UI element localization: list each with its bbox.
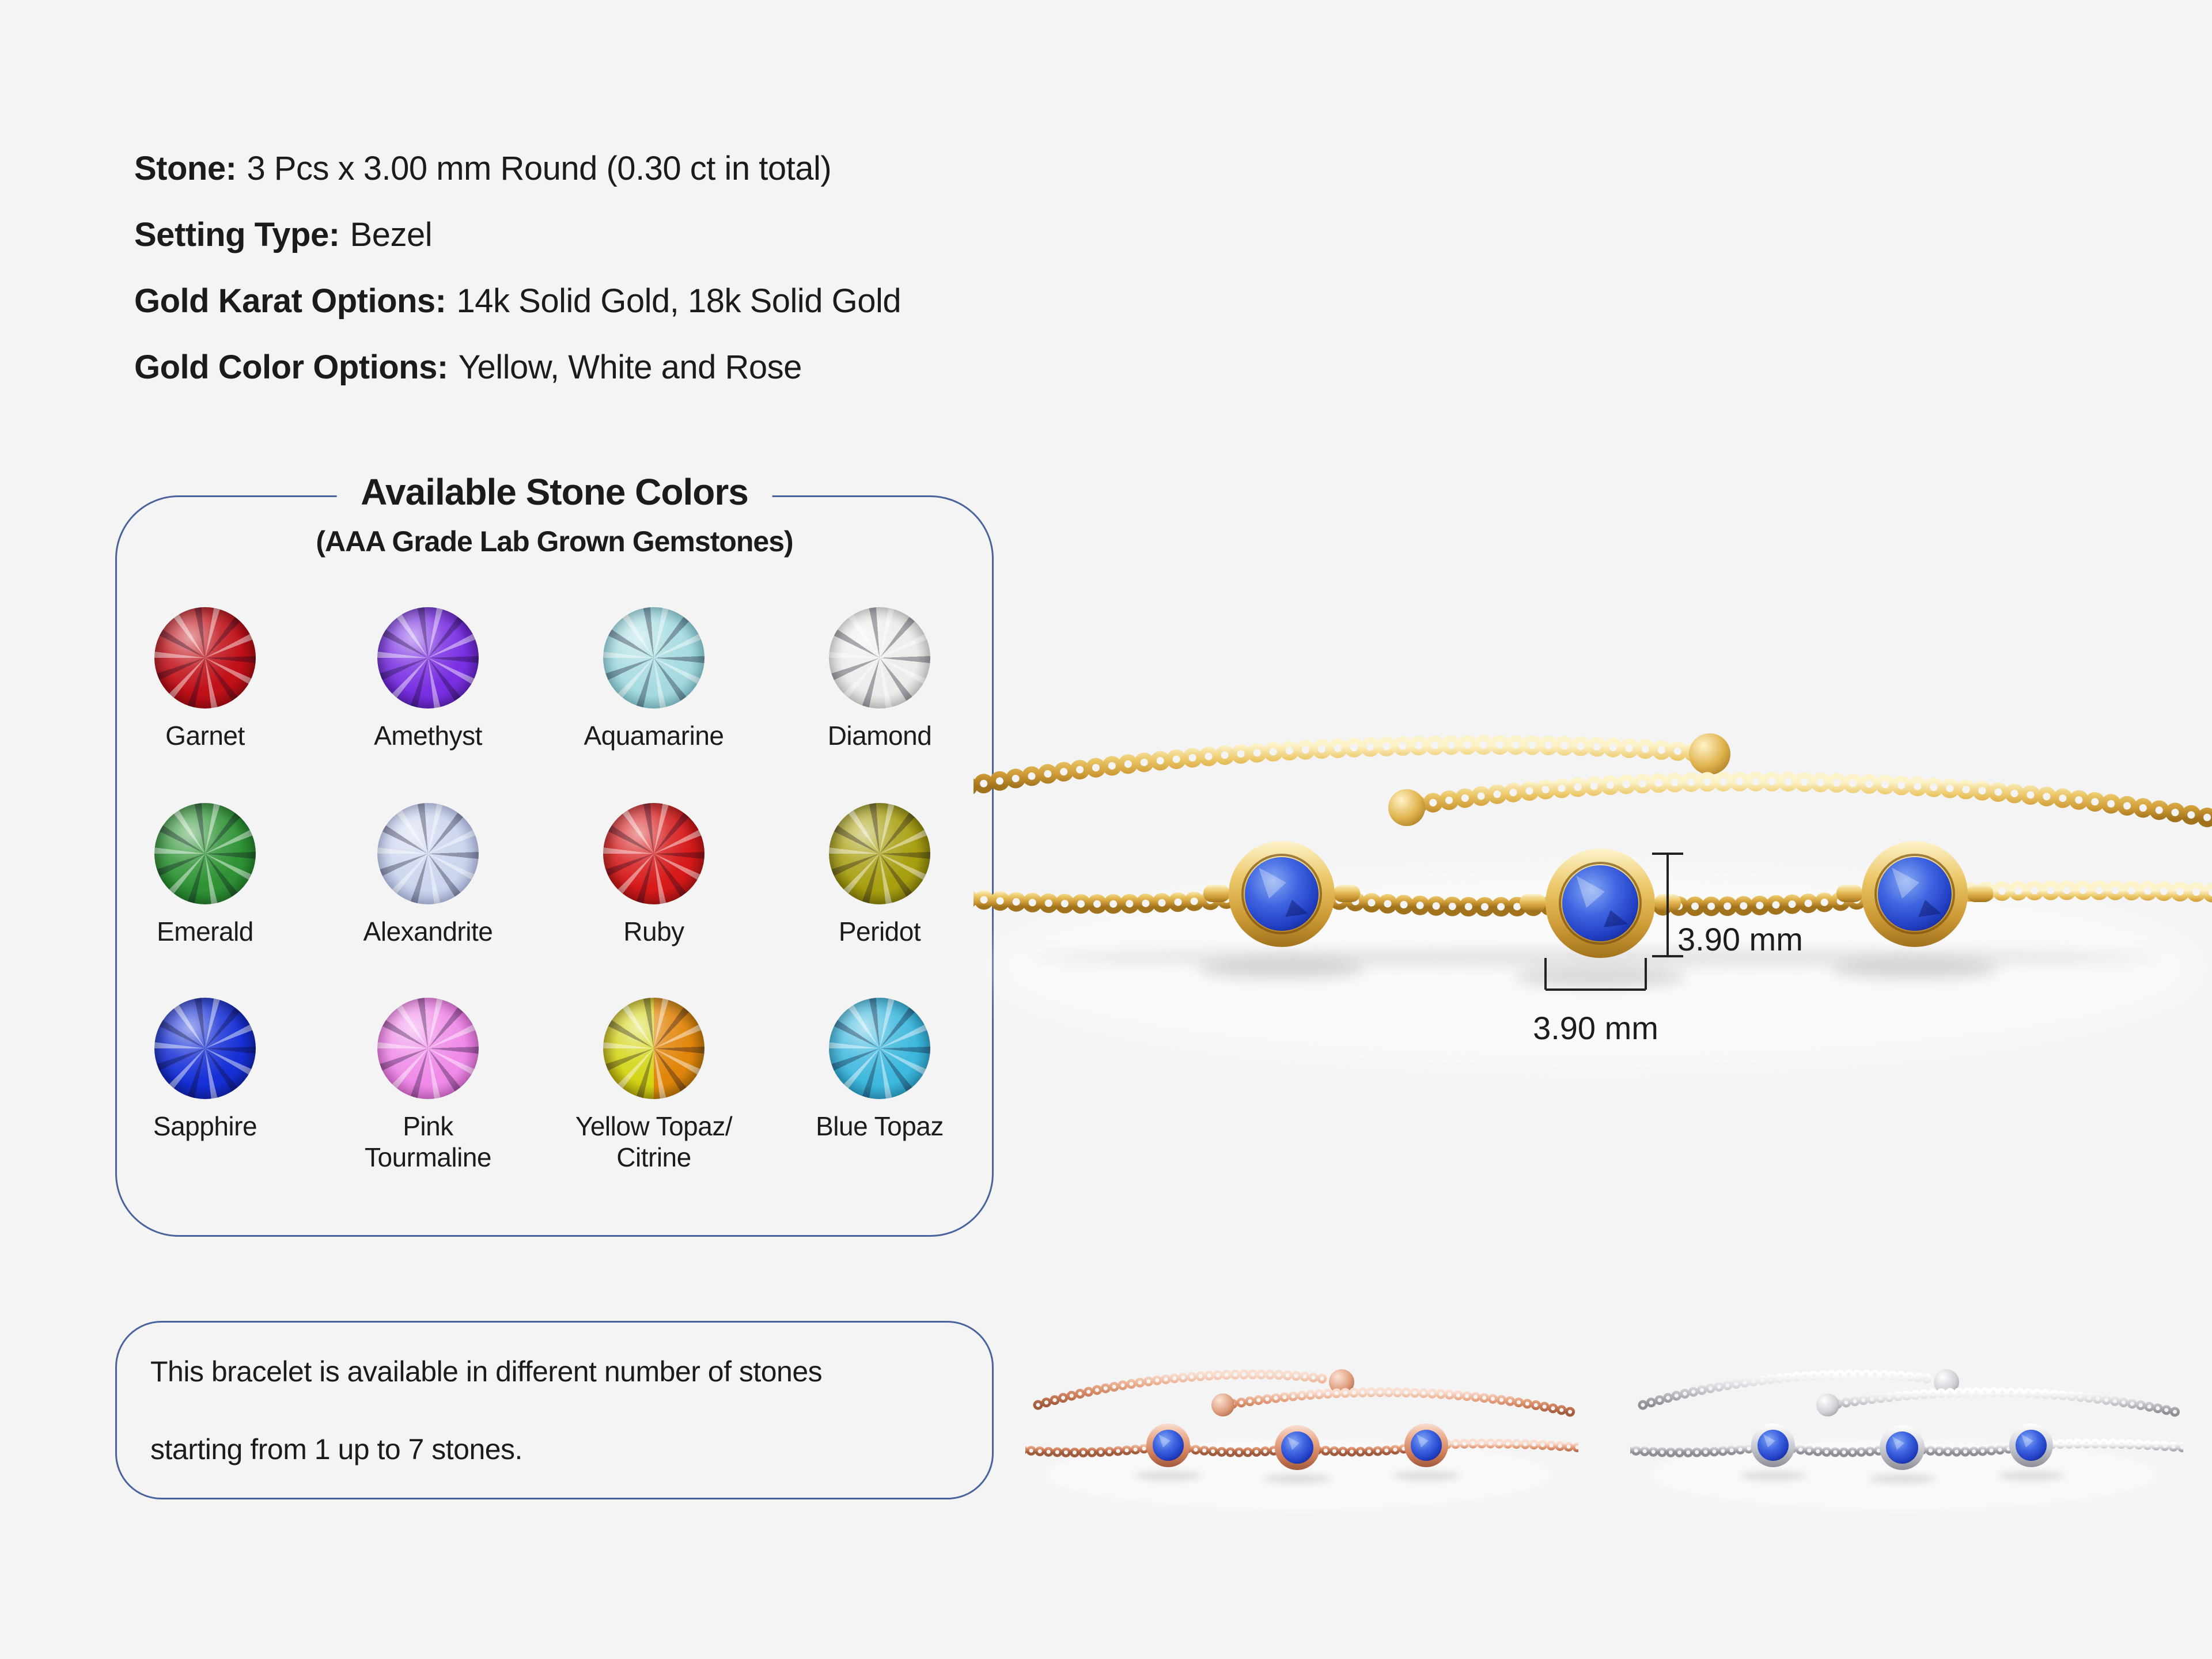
stone-colors-title: Available Stone Colors — [336, 471, 772, 513]
spec-gold-color: Gold Color Options: Yellow, White and Ros… — [134, 334, 901, 400]
main-bracelet-photo: 3.90 mm 3.90 mm — [974, 733, 2212, 1066]
spec-gold-karat-value: 14k Solid Gold, 18k Solid Gold — [456, 282, 902, 320]
peridot-gem-icon — [829, 803, 930, 904]
stone-shadow — [1740, 1471, 1806, 1480]
spec-stone: Stone: 3 Pcs x 3.00 mm Round (0.30 ct in … — [134, 135, 901, 202]
gem-label: Pink Tourmaline — [365, 1111, 492, 1173]
gem-swatch-sapphire: Sapphire — [96, 998, 315, 1142]
gem-label: Blue Topaz — [816, 1111, 944, 1141]
gem-swatch-diamond: Diamond — [770, 607, 989, 751]
garnet-gem-icon — [154, 607, 256, 709]
gem-label: Aquamarine — [584, 721, 724, 751]
alexandrite-gem-icon — [377, 803, 479, 904]
blue-topaz-gem-icon — [829, 998, 930, 1099]
product-specs: Stone: 3 Pcs x 3.00 mm Round (0.30 ct in … — [134, 135, 902, 400]
gem-label: Ruby — [623, 916, 684, 946]
stone-shadow — [1998, 1471, 2065, 1480]
spec-gold-color-value: Yellow, White and Rose — [458, 349, 802, 386]
gem-swatch-garnet: Garnet — [96, 607, 315, 751]
gem-swatch-yellow-topaz-citrine: Yellow Topaz/ Citrine — [544, 998, 763, 1173]
emerald-gem-icon — [154, 803, 256, 904]
spec-setting-type-label: Setting Type: — [134, 216, 340, 253]
dimension-height-label: 3.90 mm — [1677, 921, 1803, 957]
clasp-bead — [1689, 733, 1730, 775]
bezel-sapphire-center — [1520, 849, 1681, 958]
stone-count-info-box: This bracelet is available in different … — [115, 1321, 994, 1499]
gem-label: Alexandrite — [363, 916, 493, 946]
gem-label: Sapphire — [153, 1111, 257, 1141]
amethyst-gem-icon — [377, 607, 479, 709]
ruby-gem-icon — [603, 803, 704, 904]
gem-label: Garnet — [165, 721, 245, 751]
white-clasp-chain — [1638, 1369, 2183, 1418]
gem-swatch-pink-tourmaline: Pink Tourmaline — [319, 998, 537, 1173]
gem-swatch-aquamarine: Aquamarine — [544, 607, 763, 751]
diamond-gem-icon — [829, 607, 930, 709]
aquamarine-gem-icon — [603, 607, 704, 709]
stone-shadow — [1198, 959, 1365, 979]
stone-colors-subtitle: (AAA Grade Lab Grown Gemstones) — [316, 525, 793, 558]
rose-gold-bracelet-photo — [1025, 1369, 1578, 1509]
clasp-bead — [1388, 789, 1425, 826]
gem-swatch-ruby: Ruby — [544, 803, 763, 947]
bezel-sapphire-left — [1203, 841, 1360, 947]
sapphire-gem-icon — [154, 998, 256, 1099]
spec-setting-type: Setting Type: Bezel — [134, 202, 901, 268]
rose-clasp-chain — [1033, 1369, 1578, 1418]
white-bezel-sapphire — [1751, 1423, 1795, 1467]
stone-shadow — [1514, 967, 1687, 987]
spec-gold-karat-label: Gold Karat Options: — [134, 282, 446, 320]
gem-label: Emerald — [157, 916, 253, 946]
gem-label: Yellow Topaz/ Citrine — [575, 1111, 733, 1173]
gem-swatch-peridot: Peridot — [770, 803, 989, 947]
bezel-sapphire-right — [1836, 841, 1993, 947]
stone-shadow — [1869, 1474, 1936, 1483]
gem-label: Diamond — [827, 721, 932, 751]
white-bezel-sapphire — [2009, 1423, 2053, 1467]
white-bezel-sapphire — [1880, 1425, 1925, 1470]
spec-gold-color-label: Gold Color Options: — [134, 349, 448, 386]
stone-shadow — [1135, 1471, 1202, 1480]
yellow-topaz-citrine-gem-icon — [603, 998, 704, 1099]
spec-setting-type-value: Bezel — [350, 216, 433, 253]
gem-swatch-blue-topaz: Blue Topaz — [770, 998, 989, 1142]
white-gold-bracelet-photo — [1630, 1369, 2183, 1509]
rose-bezel-sapphire — [1404, 1423, 1448, 1467]
spec-stone-value: 3 Pcs x 3.00 mm Round (0.30 ct in total) — [247, 150, 832, 187]
stone-shadow — [1831, 959, 1998, 979]
stone-shadow — [1393, 1471, 1460, 1480]
rose-bezel-sapphire — [1275, 1425, 1320, 1470]
info-line-2: starting from 1 up to 7 stones. — [150, 1433, 522, 1465]
rose-bezel-sapphire — [1146, 1423, 1190, 1467]
gem-swatch-emerald: Emerald — [96, 803, 315, 947]
gem-label: Amethyst — [374, 721, 482, 751]
gold-clasp-chain — [974, 733, 2212, 828]
gem-swatch-amethyst: Amethyst — [319, 607, 537, 751]
spec-gold-karat: Gold Karat Options: 14k Solid Gold, 18k S… — [134, 268, 902, 334]
dimension-width-label: 3.90 mm — [1533, 1010, 1658, 1046]
pink-tourmaline-gem-icon — [377, 998, 479, 1099]
spec-stone-label: Stone: — [134, 150, 237, 187]
available-stone-colors-box: Available Stone Colors (AAA Grade Lab Gr… — [115, 471, 994, 1237]
gem-swatch-alexandrite: Alexandrite — [319, 803, 537, 947]
stone-shadow — [1264, 1474, 1331, 1483]
gem-label: Peridot — [838, 916, 921, 946]
info-line-1: This bracelet is available in different … — [150, 1355, 823, 1388]
dimension-lines — [1544, 853, 1683, 991]
